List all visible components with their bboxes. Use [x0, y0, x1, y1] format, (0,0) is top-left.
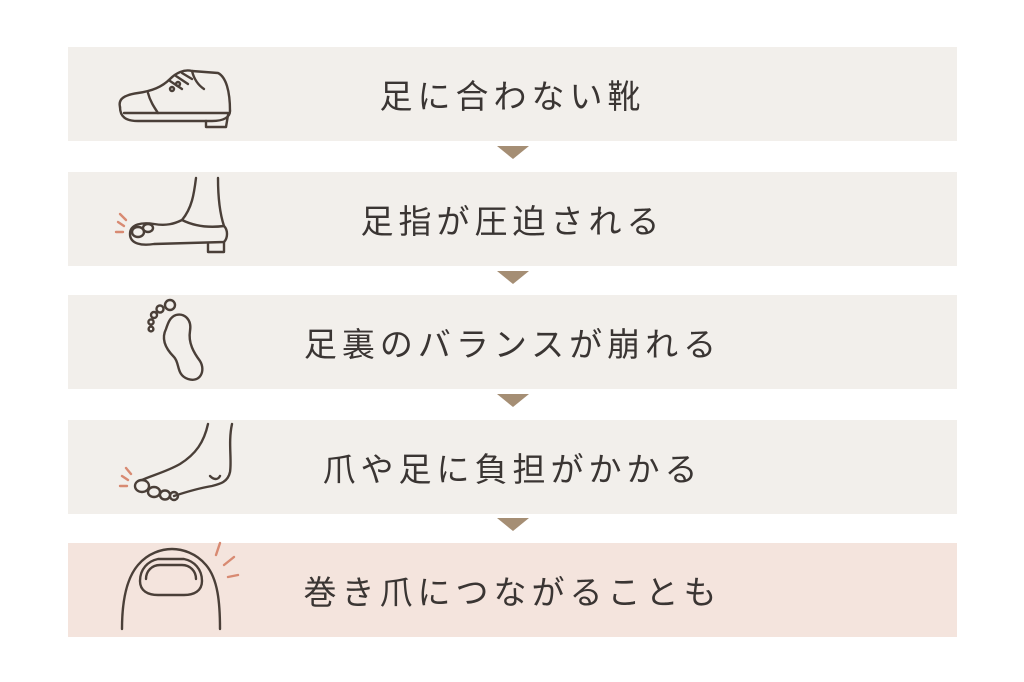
step-box-1: 足に合わない靴 [68, 47, 957, 141]
step-label-3: 足裏のバランスが崩れる [303, 325, 722, 364]
down-arrow-1 [497, 146, 529, 159]
bare-foot-icon [108, 420, 238, 514]
step-label-1: 足に合わない靴 [379, 77, 646, 116]
down-arrow-2 [497, 271, 529, 284]
step-box-4: 爪や足に負担がかかる [68, 420, 957, 514]
step-box-2: 足指が圧迫される [68, 172, 957, 266]
down-arrow-3 [497, 394, 529, 407]
shoe-icon [108, 47, 238, 141]
pressed-toe-pump-icon [108, 172, 238, 266]
footprint-icon [108, 295, 238, 389]
step-label-4: 爪や足に負担がかかる [322, 450, 703, 489]
step-label-5: 巻き爪につながることも [303, 573, 722, 612]
down-arrow-4 [497, 518, 529, 531]
ingrown-nail-icon [108, 541, 240, 637]
step-box-5-final: 巻き爪につながることも [68, 541, 957, 637]
step-label-2: 足指が圧迫される [360, 202, 665, 241]
step-box-3: 足裏のバランスが崩れる [68, 295, 957, 389]
